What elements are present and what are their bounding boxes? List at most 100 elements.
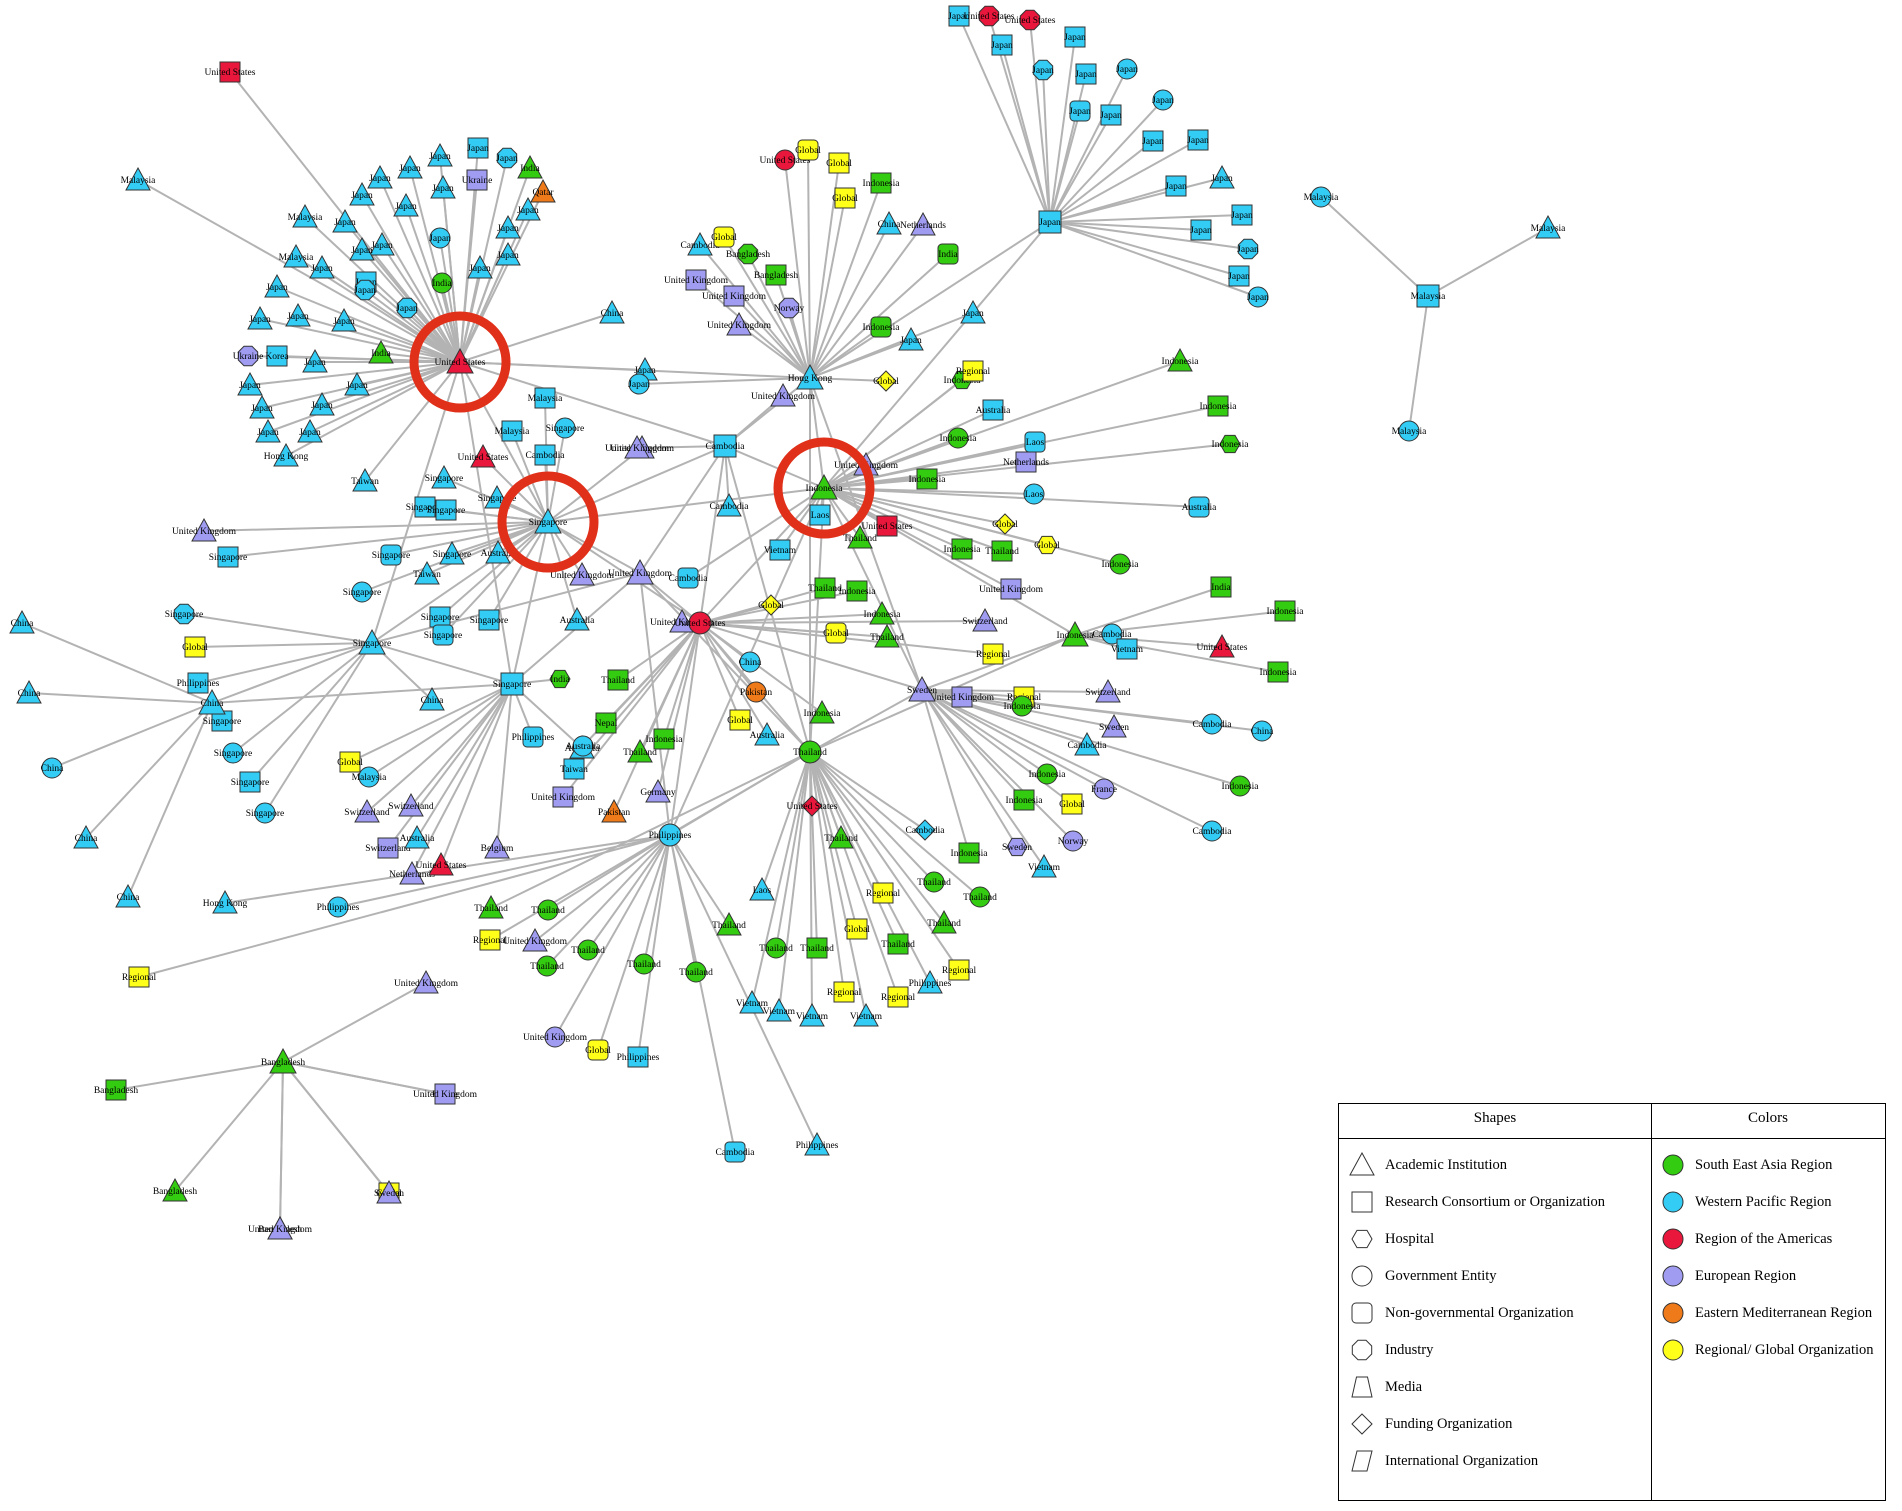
node-label: Japan xyxy=(395,202,417,212)
node-label: Japan xyxy=(311,401,333,411)
node-shape xyxy=(269,1047,297,1074)
node-label: Singapore xyxy=(470,616,509,626)
node-label: United Kingdom xyxy=(531,793,596,803)
edge xyxy=(232,642,373,754)
node-label: Germany xyxy=(640,788,676,798)
node-shape xyxy=(948,5,970,27)
node-singapore: Singapore xyxy=(433,540,471,565)
node-shape xyxy=(898,326,924,351)
node-shape xyxy=(354,798,380,823)
node-label: Regional xyxy=(881,993,916,1003)
node-bangladesh: Bangladesh xyxy=(153,1177,198,1202)
highlight-ring xyxy=(497,471,599,573)
node-label: Cambodia xyxy=(1067,741,1107,751)
node-label: Netherlands xyxy=(389,870,435,880)
node-pakistan: Pakistan xyxy=(740,681,772,703)
node-shape xyxy=(627,1046,649,1068)
node-label: Vietnam xyxy=(850,1012,883,1022)
node-sweden: Sweden xyxy=(1099,713,1129,738)
node-philippines: Philippines xyxy=(317,896,360,918)
node-china: China xyxy=(16,679,42,704)
edge xyxy=(547,834,671,911)
node-label: United States xyxy=(458,453,509,463)
node-label: United Kingdom xyxy=(979,585,1044,595)
node-label: Japan xyxy=(900,336,922,346)
hexagon-icon xyxy=(1351,1229,1373,1249)
node-japan: Japan xyxy=(397,154,423,179)
square-icon xyxy=(1351,1191,1373,1213)
node-shape xyxy=(515,196,541,221)
edge xyxy=(778,751,811,1012)
edge xyxy=(921,689,1073,805)
node-shape xyxy=(833,981,855,1003)
node-shape xyxy=(569,561,595,586)
node-shape xyxy=(587,1039,609,1061)
node-australia: Australia xyxy=(400,824,435,849)
node-label: United States xyxy=(435,358,486,368)
node-thailand: Thailand xyxy=(627,953,661,975)
legend-shape-row: International Organization xyxy=(1339,1448,1651,1474)
node-label: Bangladesh xyxy=(153,1187,198,1197)
edge xyxy=(51,702,213,769)
node-bangladesh: Bangladesh xyxy=(726,243,770,265)
node-label: Sweden xyxy=(1002,843,1032,853)
node-japan: Japan xyxy=(1069,100,1091,122)
edge xyxy=(809,751,899,998)
legend-shape-row: Academic Institution xyxy=(1339,1152,1651,1178)
node-malaysia-hub: Malaysia xyxy=(1411,284,1447,308)
node-shape xyxy=(645,778,671,803)
node-vietnam: Vietnam xyxy=(763,997,796,1022)
legend-color-label: European Region xyxy=(1695,1267,1797,1284)
edge xyxy=(197,642,373,684)
edge xyxy=(115,1061,284,1091)
node-indonesia: Indonesia xyxy=(1004,695,1041,717)
node-label: United Kingdom xyxy=(751,392,816,402)
node-label: Indonesia xyxy=(1102,560,1140,570)
node-japan: Japan xyxy=(344,371,370,396)
node-hong-kong: Hong Kong xyxy=(264,442,309,467)
node-shape xyxy=(769,539,791,561)
node-label: Malaysia xyxy=(1411,292,1447,302)
edge xyxy=(638,377,811,385)
node-japan: Japan xyxy=(1209,164,1235,189)
edge xyxy=(775,751,811,949)
node-label: Belgium xyxy=(481,844,514,854)
edge xyxy=(459,361,646,371)
node-japan: Japan xyxy=(1247,286,1269,308)
node-shape xyxy=(467,137,489,159)
node-shape xyxy=(1209,633,1235,658)
node-shape xyxy=(1116,58,1138,80)
node-shape xyxy=(713,226,735,248)
node-shape xyxy=(917,969,943,994)
node-indonesia: Indonesia xyxy=(1267,600,1304,622)
node-shape xyxy=(249,394,275,419)
node-label: Indonesia xyxy=(1057,631,1095,641)
node-label: Japan xyxy=(429,152,451,162)
node-label: Global xyxy=(823,629,849,639)
node-singapore: Singapore xyxy=(209,546,247,568)
edge xyxy=(809,751,931,984)
node-qatar: Qatar xyxy=(530,178,556,203)
node-label: Indonesia xyxy=(864,610,902,620)
legend-shape-label: Research Consortium or Organization xyxy=(1385,1193,1605,1210)
node-label: Thailand xyxy=(601,676,635,686)
node-global: Global xyxy=(1034,535,1060,555)
node-label: France xyxy=(1091,785,1117,795)
node-global: Global xyxy=(826,152,852,174)
edge xyxy=(1074,586,1222,636)
node-shape xyxy=(658,823,682,847)
node-shape xyxy=(368,339,394,364)
edge xyxy=(249,361,461,386)
edge xyxy=(368,683,513,778)
node-label: Malaysia xyxy=(279,253,315,263)
node-india: India xyxy=(1210,576,1232,598)
edge xyxy=(490,751,811,909)
node-shape xyxy=(908,675,936,702)
node-label: Indonesia xyxy=(944,545,982,555)
edge xyxy=(823,487,1200,508)
node-shape xyxy=(1095,678,1121,703)
node-shape xyxy=(1207,395,1229,417)
edge xyxy=(809,751,945,924)
node-label: Indonesia xyxy=(951,849,989,859)
edge xyxy=(1427,227,1549,297)
